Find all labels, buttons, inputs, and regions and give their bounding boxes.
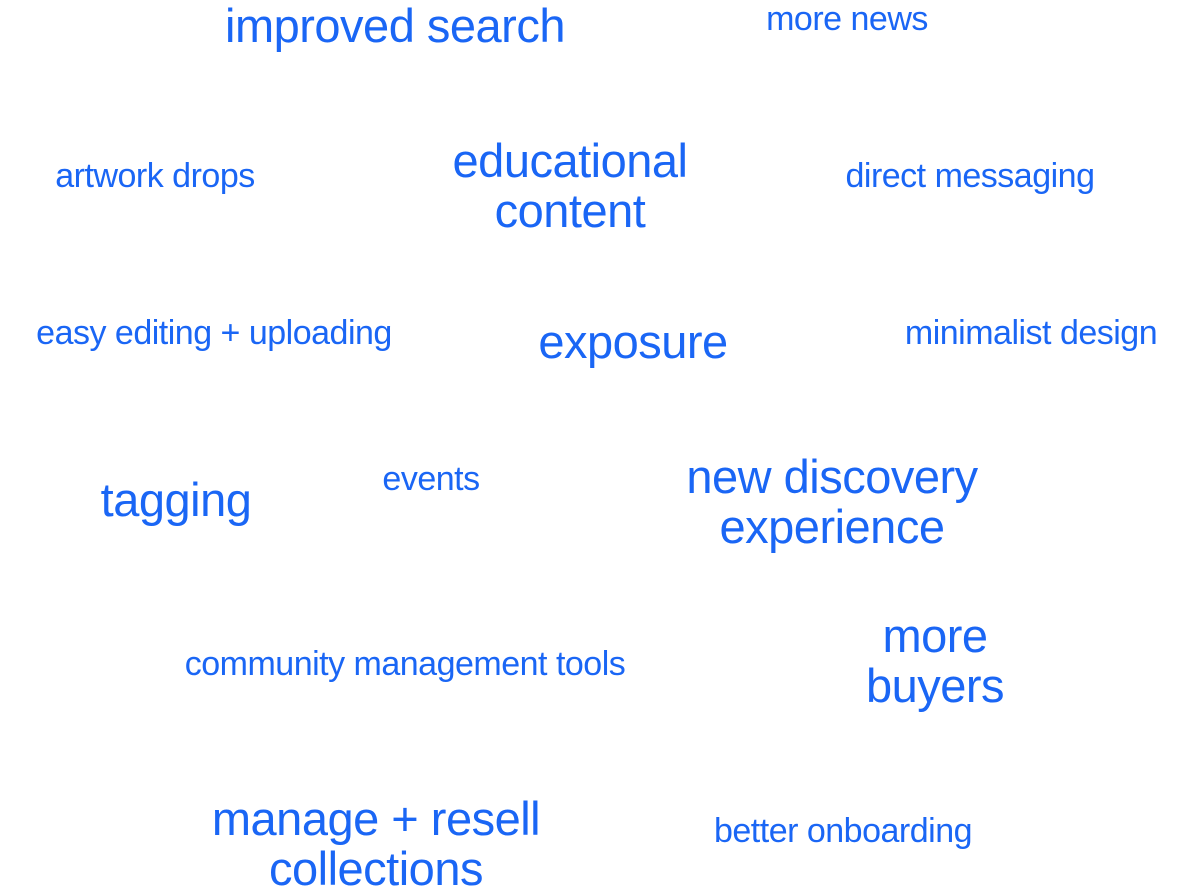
word-direct-messaging: direct messaging bbox=[845, 157, 1095, 195]
word-artwork-drops: artwork drops bbox=[55, 157, 255, 195]
word-educational-content: educational content bbox=[452, 134, 688, 237]
word-easy-editing-uploading: easy editing + uploading bbox=[36, 314, 392, 352]
word-better-onboarding: better onboarding bbox=[713, 812, 973, 850]
word-minimalist-design: minimalist design bbox=[904, 314, 1158, 352]
word-events: events bbox=[382, 460, 480, 498]
word-new-discovery-experience: new discovery experience bbox=[686, 450, 978, 553]
word-tagging: tagging bbox=[100, 473, 252, 526]
word-more-news: more news bbox=[766, 0, 928, 38]
word-exposure: exposure bbox=[538, 315, 728, 368]
word-more-buyers: more buyers bbox=[865, 609, 1005, 712]
word-manage-resell-collections: manage + resell collections bbox=[211, 792, 541, 895]
word-community-management-tools: community management tools bbox=[184, 645, 626, 683]
word-improved-search: improved search bbox=[225, 0, 565, 52]
